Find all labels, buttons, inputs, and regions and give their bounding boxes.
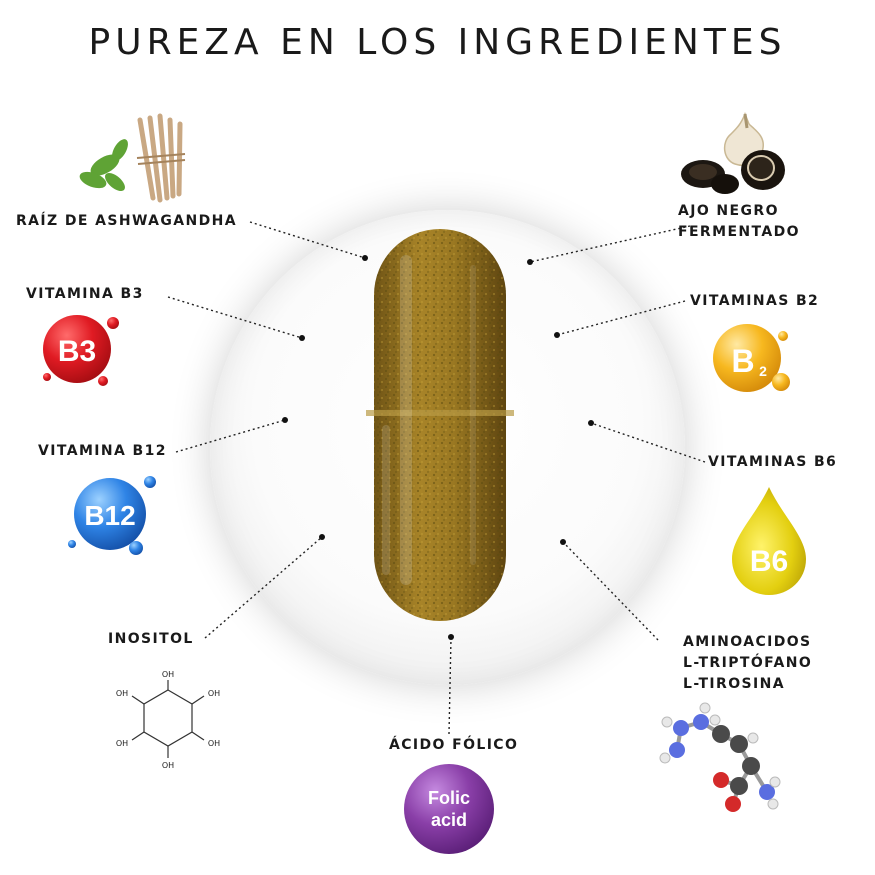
vitamin-b2-badge: B 2	[713, 324, 790, 392]
ashwagandha-root-icon	[79, 113, 186, 203]
b2-subscript: 2	[759, 363, 767, 379]
label-ajo-line2: FERMENTADO	[678, 224, 800, 240]
label-amino-line2: L-TRIPTÓFANO	[683, 655, 813, 671]
label-amino-line1: AMINOACIDOS	[683, 634, 812, 650]
folic-text-line1: Folic	[428, 788, 470, 808]
vitamin-b3-badge: B3	[43, 315, 119, 386]
b12-text: B12	[84, 500, 135, 531]
vitamin-b6-drop: B6	[732, 487, 806, 595]
black-garlic-icon	[681, 112, 785, 194]
label-ajo-negro: AJO NEGRO FERMENTADO	[678, 201, 800, 243]
label-acido-folico: ÁCIDO FÓLICO	[389, 737, 519, 753]
b6-text: B6	[750, 545, 788, 578]
label-ajo-line1: AJO NEGRO	[678, 203, 779, 219]
amino-acid-molecule-icon	[659, 702, 781, 812]
b2-text: B	[731, 343, 754, 379]
folic-acid-badge: Folic acid	[404, 764, 494, 854]
inositol-structure-icon: OH OH OH OH OH OH	[116, 670, 220, 770]
oh-3: OH	[208, 739, 220, 748]
folic-text-line2: acid	[431, 810, 467, 830]
vitamin-b12-badge: B12	[68, 476, 156, 555]
label-vitaminas-b2: VITAMINAS B2	[690, 293, 820, 309]
oh-2: OH	[208, 689, 220, 698]
oh-5: OH	[116, 739, 128, 748]
page-title: PUREZA EN LOS INGREDIENTES	[88, 22, 787, 63]
label-inositol: INOSITOL	[108, 631, 194, 647]
label-aminoacidos: AMINOACIDOS L-TRIPTÓFANO L-TIROSINA	[683, 632, 812, 695]
capsule-icon	[366, 229, 514, 621]
oh-4: OH	[162, 761, 174, 770]
oh-6: OH	[116, 689, 128, 698]
label-amino-line3: L-TIROSINA	[683, 676, 785, 692]
label-vitamina-b12: VITAMINA B12	[38, 443, 167, 459]
label-vitamina-b3: VITAMINA B3	[26, 286, 144, 302]
label-ashwagandha: RAÍZ DE ASHWAGANDHA	[16, 213, 238, 229]
b3-text: B3	[58, 335, 96, 368]
oh-1: OH	[162, 670, 174, 679]
label-vitaminas-b6: VITAMINAS B6	[708, 454, 838, 470]
